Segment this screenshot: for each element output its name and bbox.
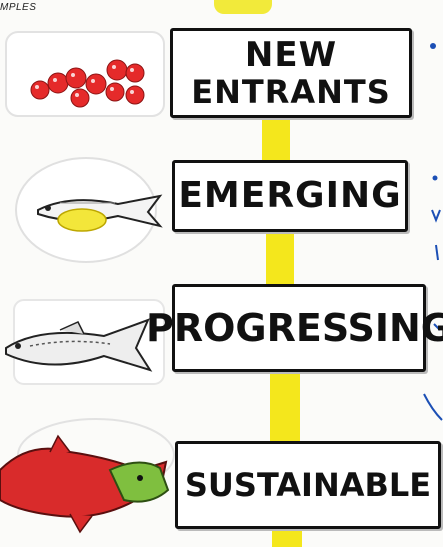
stage-label-line: NEW [244, 35, 338, 75]
connector-3 [270, 366, 300, 442]
stage-new-entrants: NEW ENTRANTS [170, 28, 412, 118]
stage-sustainable: SUSTAINABLE [175, 441, 441, 529]
juvenile-fish-icon [5, 318, 153, 372]
connector-1 [262, 112, 290, 162]
stage-label: EMERGING [178, 175, 402, 216]
stage-label: PROGRESSING [146, 306, 443, 350]
fry-fish-icon [37, 194, 163, 232]
stage-label-line: ENTRANTS [191, 73, 391, 111]
stage-label: SUSTAINABLE [184, 466, 432, 504]
margin-marks [423, 43, 443, 421]
stage-progressing: PROGRESSING [146, 284, 443, 372]
connector-top [214, 0, 272, 14]
fish-eggs-icon [30, 59, 145, 108]
connector-2 [266, 226, 294, 286]
stage-emerging: EMERGING [172, 160, 408, 232]
corner-label: MPLES [0, 2, 37, 13]
salmon-icon [0, 434, 170, 534]
